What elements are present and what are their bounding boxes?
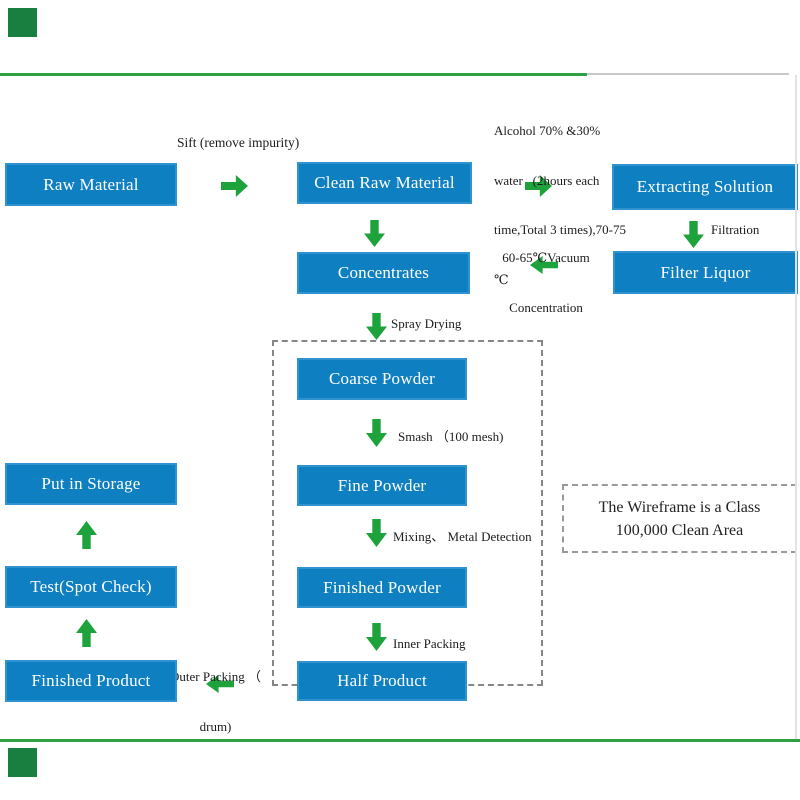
arrow-right-icon [221, 175, 248, 197]
node-fine-powder: Fine Powder [297, 465, 467, 506]
clean-area-note: The Wireframe is a Class 100,000 Clean A… [562, 484, 797, 553]
node-label: Filter Liquor [660, 262, 751, 282]
node-filter-liquor: Filter Liquor [613, 251, 798, 294]
label-smash: Smash （100 mesh) [398, 429, 504, 444]
label-alcohol-line3: time,Total 3 times),70-75 [494, 222, 626, 237]
node-label: Fine Powder [337, 475, 427, 495]
node-label: Coarse Powder [329, 369, 435, 388]
node-clean-raw-material: Clean Raw Material [297, 162, 472, 204]
label-filtration: Filtration [711, 222, 760, 237]
label-alcohol-line4: ℃ [494, 271, 509, 287]
label-outer-line2: drum) [199, 718, 232, 734]
node-finished-product: Finished Product [5, 660, 177, 702]
node-half-product: Half Product [297, 661, 467, 701]
label-alcohol-line2: water (2hours each [494, 172, 600, 188]
label-sift: Sift (remove impurity) [177, 135, 300, 150]
clean-area-note-line2: 100,000 Clean Area [615, 521, 744, 539]
node-label: Clean Raw Material [314, 173, 455, 192]
label-spray-drying: Spray Drying [391, 316, 462, 331]
node-put-in-storage: Put in Storage [5, 463, 177, 505]
node-label: Concentrates [337, 263, 430, 282]
arrow-up-icon [76, 619, 97, 647]
clean-area-note-line1: The Wireframe is a Class [598, 498, 761, 516]
node-label: Test(Spot Check) [30, 577, 152, 596]
top-rule-gray [587, 73, 789, 75]
bottom-left-square [8, 748, 37, 777]
arrow-down-icon [364, 220, 385, 247]
label-alcohol: Alcohol 70% &30% water (2hours each time… [494, 90, 626, 321]
node-label: Raw Material [43, 174, 139, 194]
label-vacuum-concentration: 60-65℃Vacuum Concentration [492, 217, 600, 349]
arrow-down-icon [366, 313, 387, 340]
arrow-down-icon [683, 221, 704, 248]
bottom-rule-green [0, 739, 800, 742]
node-test-spot-check: Test(Spot Check) [5, 566, 177, 608]
node-finished-powder: Finished Powder [297, 567, 467, 608]
node-label: Finished Powder [323, 577, 441, 597]
label-alcohol-line1: Alcohol 70% &30% [494, 123, 601, 138]
label-outer-packing: Outer Packing （ drum) [158, 636, 273, 768]
label-vacuum-line2: Concentration [509, 299, 583, 315]
right-edge-rule [795, 75, 797, 739]
node-label: Half Product [337, 671, 427, 690]
arrow-up-icon [76, 521, 97, 549]
node-extracting-solution: Extracting Solution [612, 164, 798, 210]
node-raw-material: Raw Material [5, 163, 177, 206]
node-coarse-powder: Coarse Powder [297, 358, 467, 400]
node-concentrates: Concentrates [297, 252, 470, 294]
node-label: Extracting Solution [636, 177, 774, 196]
top-rule-green [0, 73, 587, 76]
node-label: Finished Product [31, 671, 151, 690]
top-left-square [8, 8, 37, 37]
label-mixing-metal-detection: Mixing、 Metal Detection [393, 529, 532, 544]
label-vacuum-line1: 60-65℃Vacuum [502, 250, 590, 265]
label-inner-packing: Inner Packing [393, 636, 466, 651]
node-label: Put in Storage [41, 474, 141, 493]
label-outer-line1: Outer Packing （ [170, 669, 261, 684]
